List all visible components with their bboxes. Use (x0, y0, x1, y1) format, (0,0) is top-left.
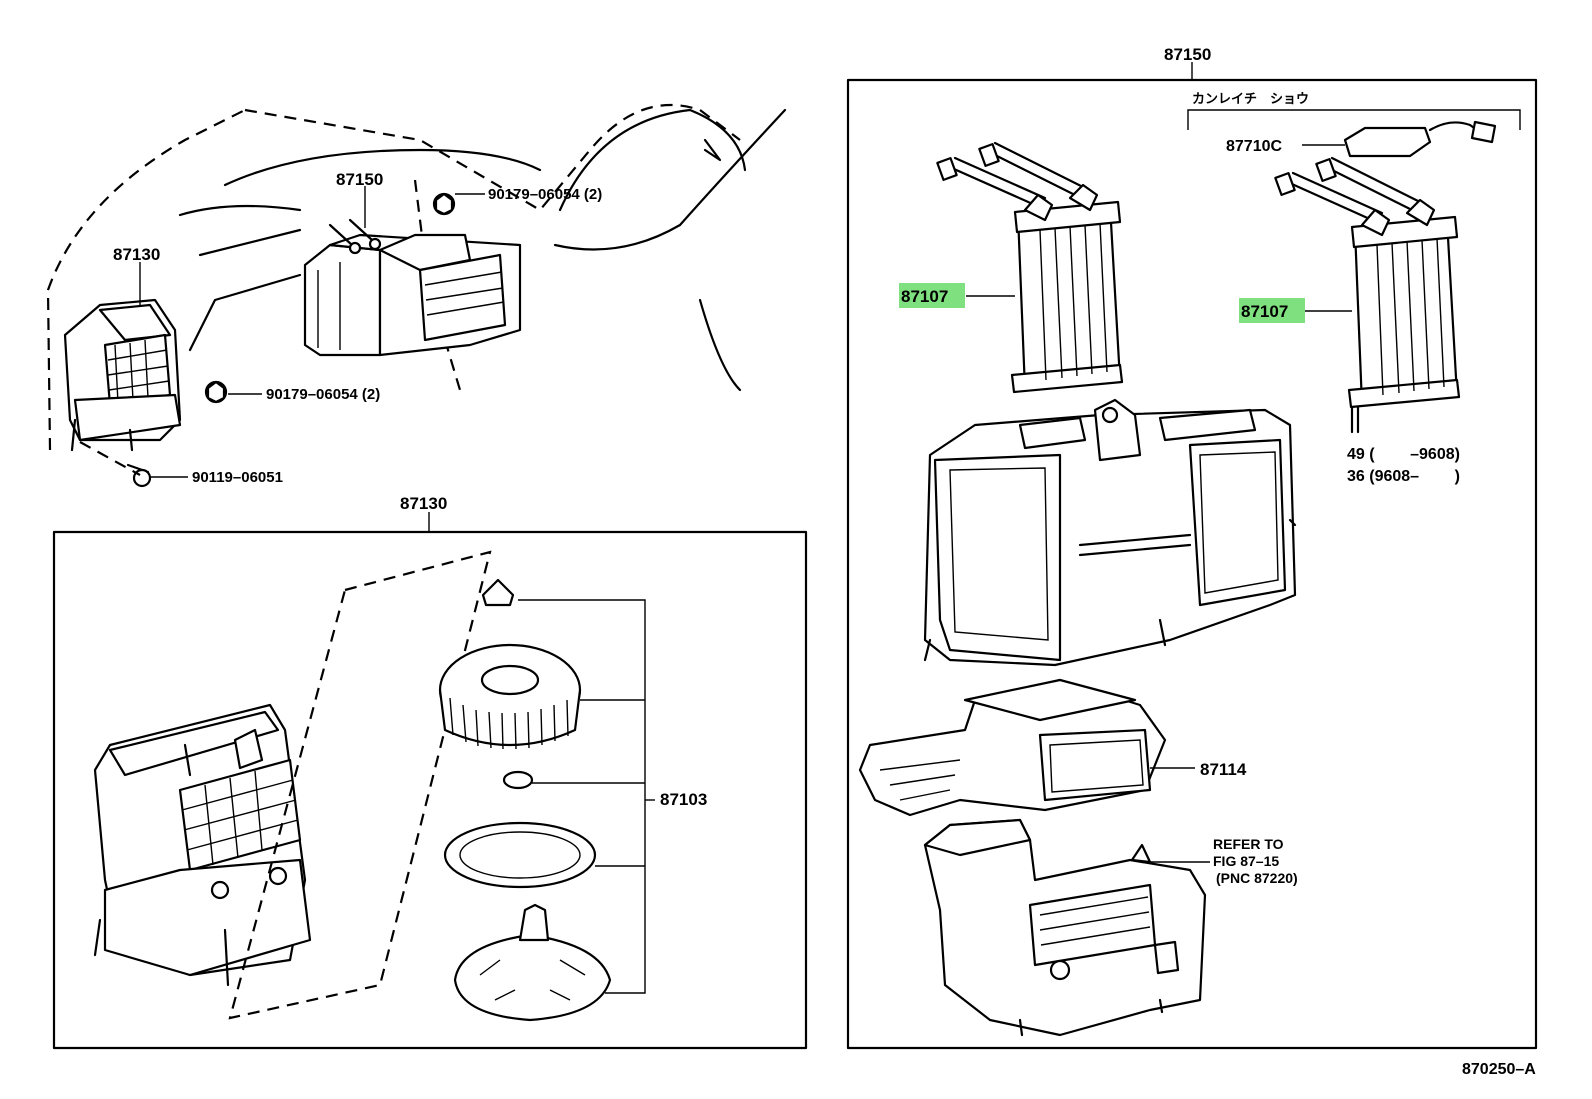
label-blower-box-title: 87130 (400, 494, 447, 513)
label-qty-line-2: 36 (9608– ) (1347, 468, 1460, 485)
overview-leaders (79, 186, 485, 478)
label-sub-part: 87710C (1226, 138, 1282, 155)
heater-core-left (936, 141, 1124, 394)
label-refer-1: REFER TO (1213, 836, 1284, 852)
label-overview-87130: 87130 (113, 245, 160, 264)
overview-fasteners (126, 192, 456, 488)
heater-box-leaders (966, 144, 1352, 863)
blower-kit-leaders (518, 599, 655, 994)
lower-blower-case (923, 818, 1207, 1037)
label-overview-87150: 87150 (336, 170, 383, 189)
label-heater-core-right[interactable]: 87107 (1241, 302, 1288, 321)
label-assembly-top: 87150 (1164, 45, 1211, 64)
overview-blower-unit (63, 298, 182, 452)
label-cold-region: カンレイチ ショウ (1192, 91, 1309, 106)
label-qty-line-1: 49 ( –9608) (1347, 446, 1460, 463)
label-refer-2: FIG 87–15 (1213, 853, 1279, 869)
blower-case (93, 703, 312, 987)
overview-heater-unit (303, 218, 522, 357)
heater-core-right (1274, 156, 1461, 434)
sub-part-module (1343, 120, 1497, 158)
highlight-core-right (1239, 298, 1305, 323)
duct-part (858, 678, 1167, 817)
cold-region-bracket (1187, 109, 1521, 130)
heater-main-case (923, 398, 1297, 667)
label-duct: 87114 (1200, 760, 1247, 779)
label-nut-upper: 90179–06054 (2) (488, 186, 602, 203)
label-heater-core-left[interactable]: 87107 (901, 287, 948, 306)
blower-motor-parts (438, 578, 612, 1022)
label-motor-kit: 87103 (660, 790, 707, 809)
highlight-core-left (899, 283, 965, 308)
label-figure-id: 870250–A (1462, 1061, 1536, 1078)
blower-detail-frame (52, 530, 808, 1050)
label-screw: 90119–06051 (192, 469, 283, 486)
label-refer-3: (PNC 87220) (1216, 870, 1298, 886)
label-nut-lower: 90179–06054 (2) (266, 386, 380, 403)
